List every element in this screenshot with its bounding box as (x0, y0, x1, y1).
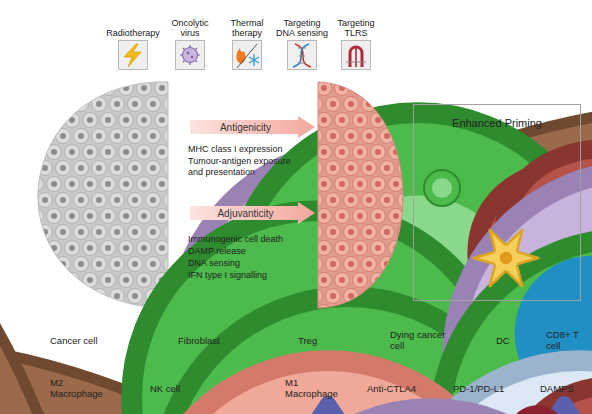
therapy-label: Targeting TLRS (332, 18, 380, 38)
therapy-icons (346, 62, 366, 63)
therapy-icon-box: Thermal therapy (232, 40, 262, 70)
legend-sample (584, 380, 592, 414)
therapy-icons (175, 40, 205, 70)
therapy-icons (118, 40, 148, 70)
legend-samples (137, 361, 592, 414)
hot-tumour (318, 82, 403, 308)
therapy-icons (249, 54, 259, 66)
therapy-label: Thermal therapy (223, 18, 271, 38)
legend-text: PD-1/PD-L1 (453, 383, 504, 394)
therapy-icon-box: Targeting DNA sensing (287, 40, 317, 70)
therapy-icons (287, 40, 317, 70)
box-heading: Enhanced Priming (414, 117, 580, 129)
therapy-label: Radiotherapy (98, 28, 168, 38)
dendritic-cell (474, 230, 539, 287)
therapy-label: Oncolytic virus (166, 18, 214, 38)
therapy-icons (350, 47, 362, 67)
therapy-icons (232, 40, 262, 70)
therapy-icon-box: Oncolytic virus (175, 40, 205, 70)
therapy-icons (355, 48, 357, 67)
therapy-icons (124, 44, 141, 67)
mechanism-text: Tumour-antigen exposure and presentation (188, 156, 300, 178)
therapy-icons (341, 40, 371, 70)
therapy-icons (293, 44, 309, 67)
priming-box: Enhanced Priming (413, 104, 581, 301)
therapy-icons (187, 52, 190, 55)
mechanism-text: DAMP release (188, 246, 313, 257)
therapy-icons (118, 40, 371, 70)
arrow-label: Adjuvanticity (190, 202, 301, 224)
therapy-icons (180, 45, 200, 65)
arrow-body (190, 116, 315, 138)
legend-text: M2 Macrophage (50, 377, 112, 399)
mechanism-text: IFN type I signalling (188, 270, 313, 281)
therapy-icons (298, 48, 306, 63)
therapy-icons (191, 56, 194, 59)
mechanism-text: MHC class I expression (188, 144, 313, 155)
legend-text: CD8+ T cell (546, 329, 584, 351)
t-cell (424, 170, 460, 206)
therapy-icons (236, 48, 245, 64)
legend-text: NK cell (150, 383, 180, 394)
cold-tumour (38, 82, 168, 308)
legend-text: M1 Macrophage (285, 377, 347, 399)
legend-text: Treg (298, 335, 317, 346)
mechanism-text: DNA sensing (188, 258, 313, 269)
legend-text: DC (496, 335, 510, 346)
legend-text: DAMPS (540, 383, 574, 394)
arrow-body (190, 202, 315, 224)
effect-arrow: Adjuvanticity (190, 202, 315, 224)
therapy-icon-box: Targeting TLRS (341, 40, 371, 70)
therapy-label: Targeting DNA sensing (274, 18, 330, 38)
therapy-icons (183, 48, 198, 63)
legend-sample (373, 404, 592, 414)
effect-arrow: Antigenicity (190, 116, 315, 138)
arrow-label: Antigenicity (190, 116, 301, 138)
legend-text: Fibroblast (178, 335, 220, 346)
legend-text: Dying cancer cell (390, 329, 452, 351)
legend-text: Anti-CTLA4 (367, 383, 416, 394)
legend-text: Cancer cell (50, 335, 98, 346)
therapy-icon-box: Radiotherapy (118, 40, 148, 70)
mechanism-text: Immunogenic cell death (188, 234, 313, 245)
